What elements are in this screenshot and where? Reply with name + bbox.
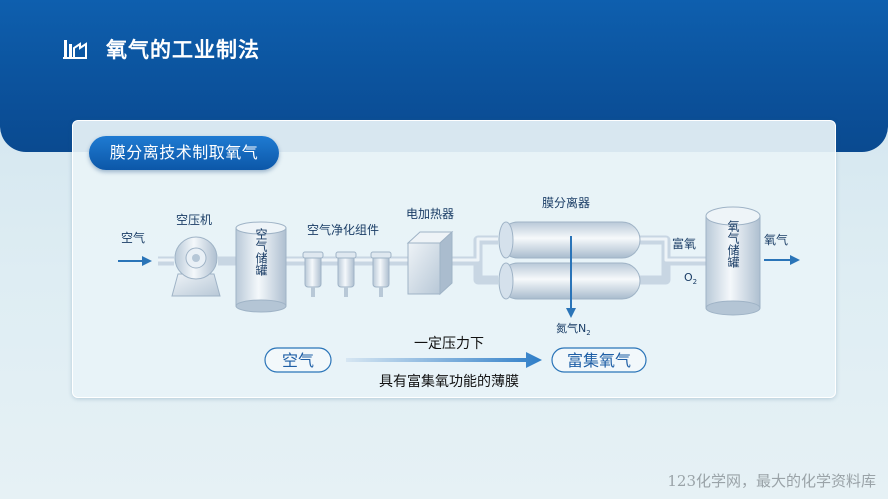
process-condition-top: 一定压力下 [414,336,484,352]
electric-heater [406,230,454,296]
factory-icon [63,40,87,59]
filters-label: 空气净化组件 [307,222,379,237]
oxygen-outlet-arrow [764,255,800,265]
oxygen-outlet-label: 氧气 [764,232,788,247]
process-summary: 空气 一定压力下 具有富集氧功能的薄膜 富集氧气 [264,336,647,390]
oxygen-formula-label: O2 [684,271,697,286]
air-storage-tank [235,221,287,313]
process-arrow [346,352,542,368]
process-condition-bottom: 具有富集氧功能的薄膜 [379,373,519,390]
compressor-label: 空压机 [176,213,212,227]
rich-oxygen-label: 富氧 [672,236,696,251]
membrane-label: 膜分离器 [542,195,590,210]
process-input-label: 空气 [282,351,314,370]
heater-label: 电加热器 [406,207,454,221]
footer-source: 123化学网，最大的化学资料库 [667,472,876,490]
air-compressor [171,236,221,297]
air-inlet-label: 空气 [121,230,145,245]
nitrogen-outlet-arrow [566,236,576,318]
oxygen-storage-tank [705,206,761,316]
process-output-label: 富集氧气 [567,351,631,370]
nitrogen-label: 氮气N2 [556,321,591,337]
process-input-box [264,347,332,373]
section-title: 膜分离技术制取氧气 [89,136,279,170]
page-title: 氧气的工业制法 [106,38,260,62]
membrane-separator [498,221,641,300]
air-inlet-arrow [118,256,152,266]
air-tank-label: 空气储罐 [254,228,268,277]
process-output-box [551,347,647,373]
oxygen-tank-label: 氧气储罐 [726,220,740,269]
purification-filters [302,251,392,297]
